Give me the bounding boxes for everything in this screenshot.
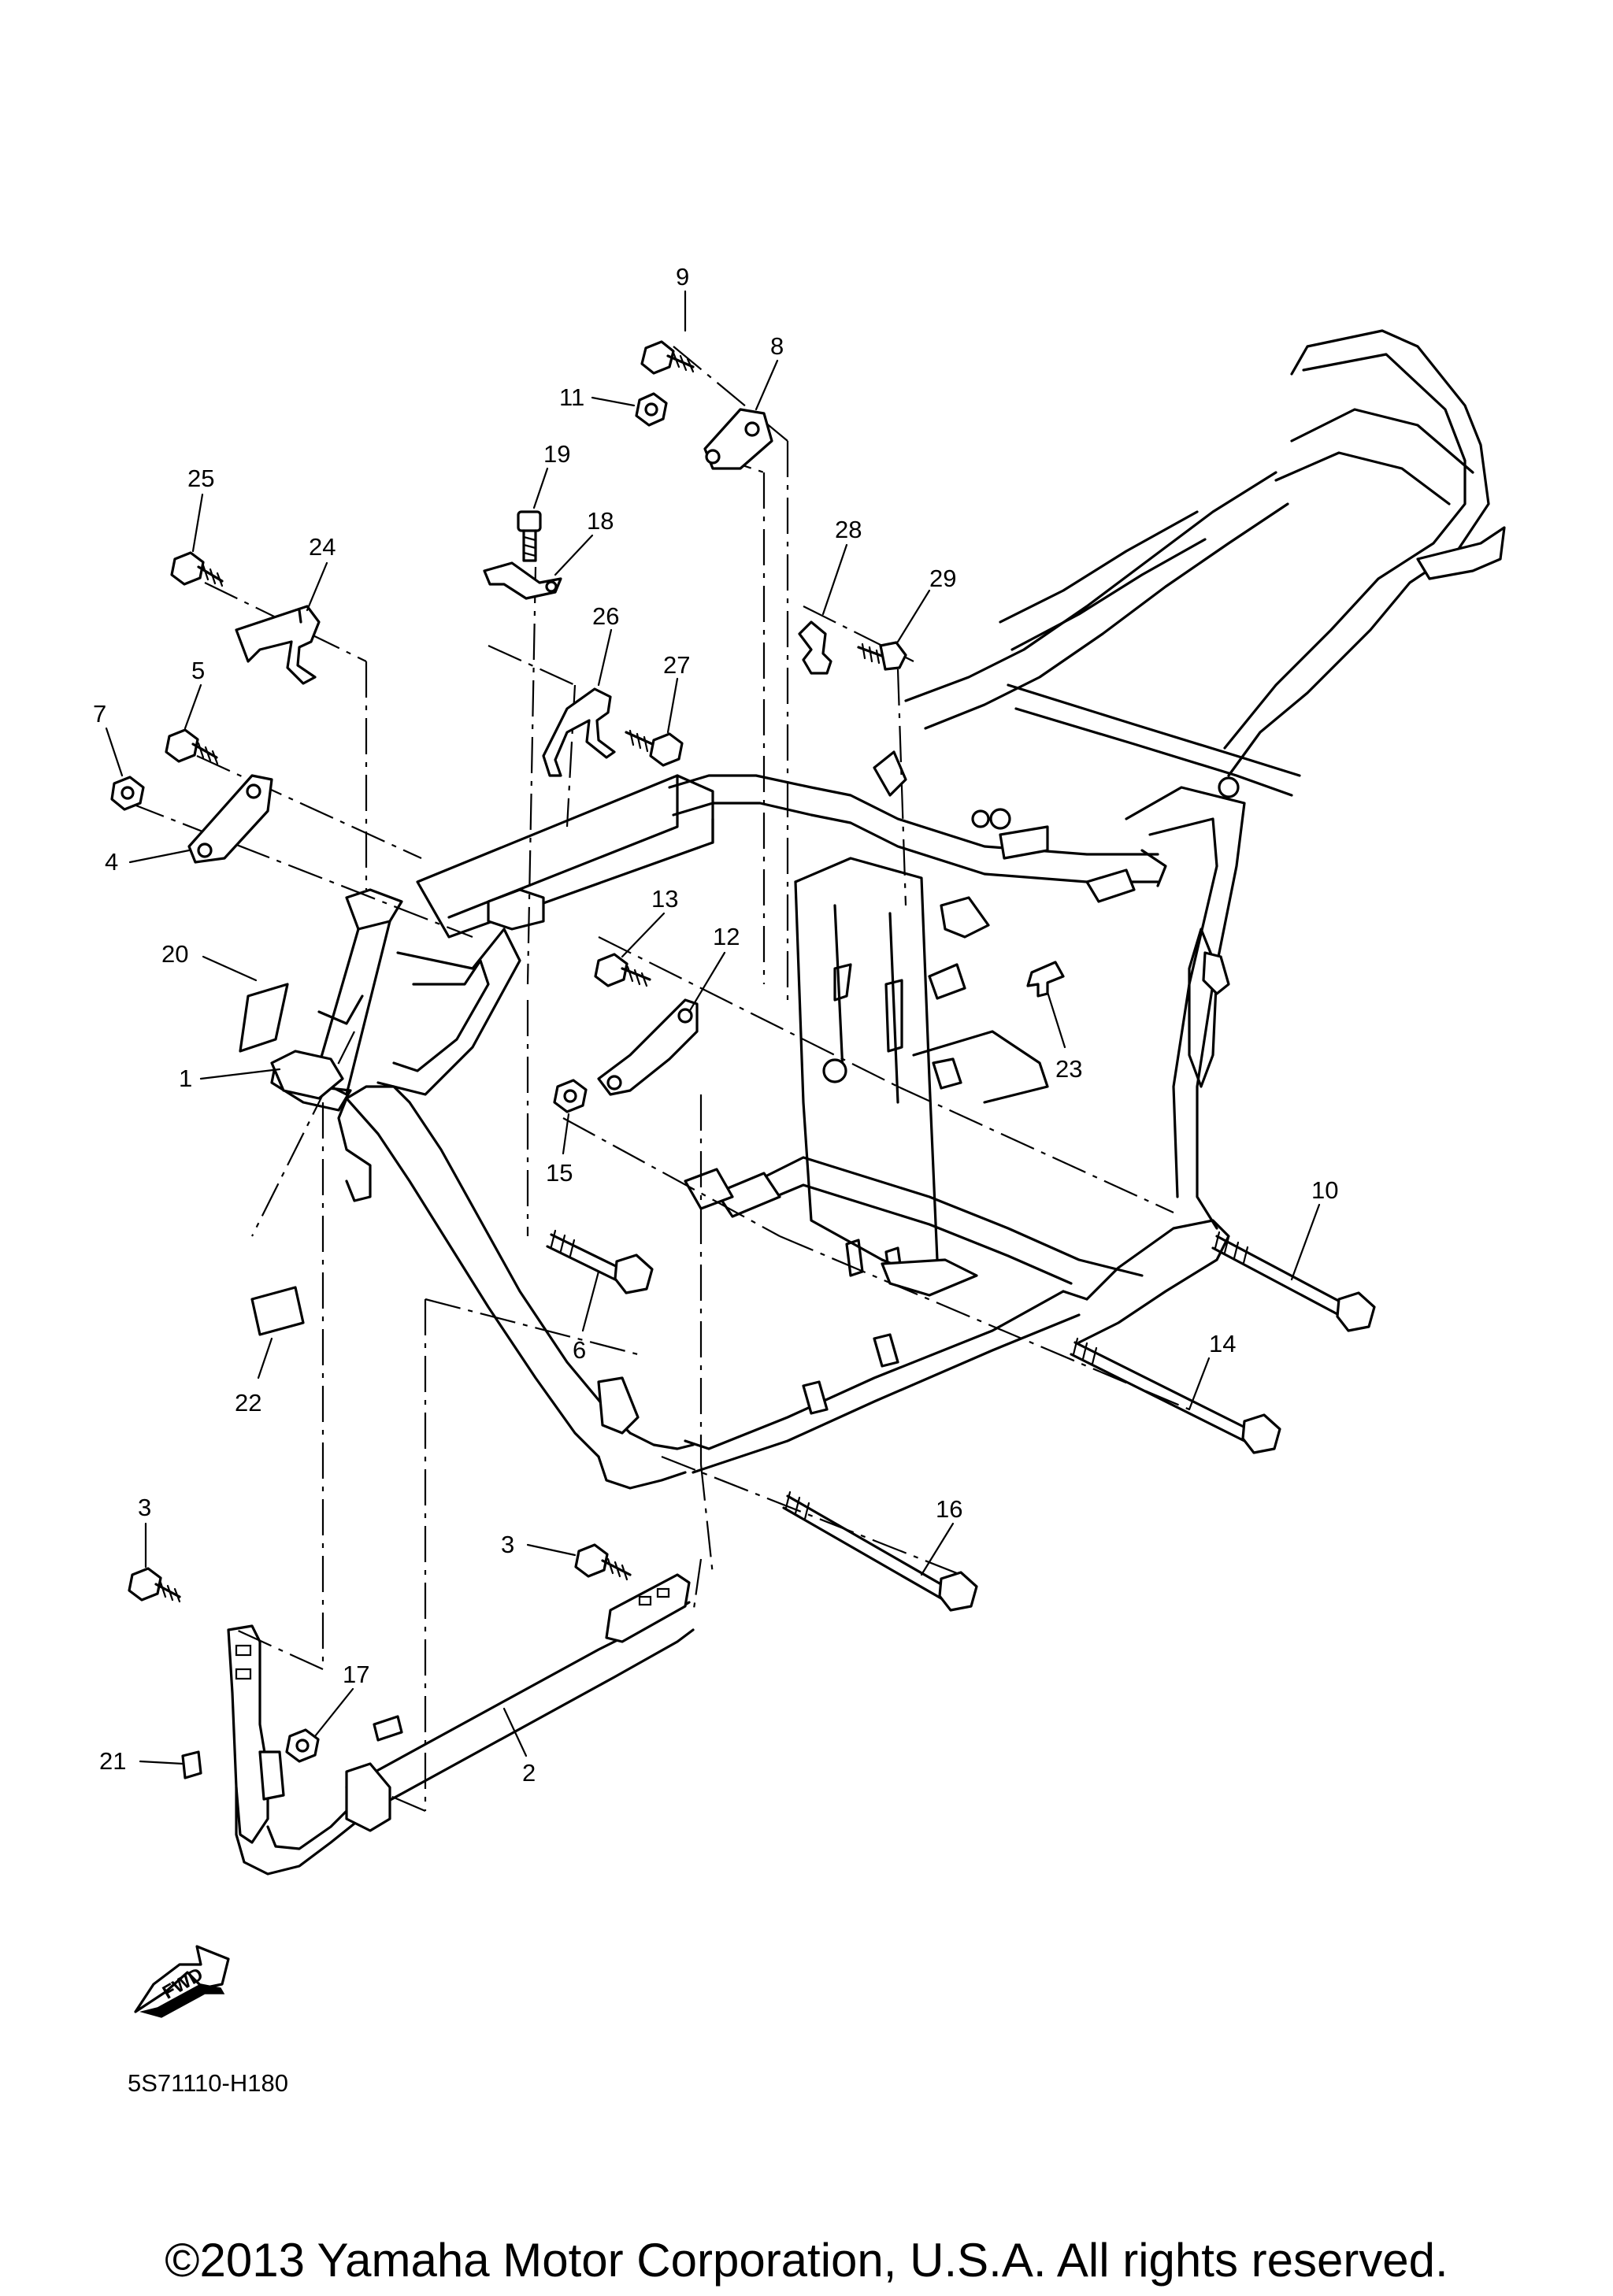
callout-3-left: 3 xyxy=(138,1494,151,1521)
callout-24: 24 xyxy=(309,533,336,561)
callout-9: 9 xyxy=(676,263,689,291)
callout-12: 12 xyxy=(713,923,740,950)
callout-29: 29 xyxy=(929,565,956,592)
part-24-clamp xyxy=(235,605,321,685)
part-26-clip xyxy=(542,687,616,777)
callout-1: 1 xyxy=(179,1065,192,1092)
assembly-guide-lines xyxy=(129,346,1190,1813)
diagram-code: 5S71110-H180 xyxy=(128,2069,288,2097)
part-7-nut xyxy=(110,776,145,811)
callout-17: 17 xyxy=(343,1661,369,1688)
part-5-bolt xyxy=(165,728,219,765)
callout-leaders xyxy=(105,290,1321,1765)
part-28-clip xyxy=(798,620,832,675)
callout-21: 21 xyxy=(99,1747,126,1775)
callout-25: 25 xyxy=(187,465,214,492)
part-9-bolt xyxy=(640,340,695,375)
callout-27: 27 xyxy=(663,651,690,679)
part-21-sticker xyxy=(181,1750,202,1779)
part-15-nut xyxy=(553,1079,588,1113)
callout-10: 10 xyxy=(1311,1176,1338,1204)
copyright-notice: ©2013 Yamaha Motor Corporation, U.S.A. A… xyxy=(165,2234,1448,2287)
part-11-nut xyxy=(635,392,668,427)
callout-2: 2 xyxy=(522,1759,536,1787)
callout-8: 8 xyxy=(770,332,784,360)
part-10-bolt xyxy=(1211,1231,1376,1332)
part-20-sticker xyxy=(239,983,289,1053)
callout-7: 7 xyxy=(93,700,106,728)
part-2-lower-frame xyxy=(227,1573,695,1876)
fwd-arrow-icon: FWD xyxy=(134,1945,230,2018)
part-22-sticker xyxy=(250,1286,305,1336)
callout-15: 15 xyxy=(546,1159,573,1187)
part-3-bolt-left xyxy=(128,1567,181,1603)
part-14-bolt xyxy=(1070,1337,1281,1454)
callout-14: 14 xyxy=(1209,1330,1236,1357)
callout-5: 5 xyxy=(191,657,205,684)
callout-13: 13 xyxy=(651,885,678,913)
part-13-bolt xyxy=(594,953,651,987)
part-29-screw xyxy=(857,641,907,671)
part-6-bolt xyxy=(546,1229,654,1294)
callout-labels: 9 8 11 19 18 25 24 28 29 26 27 5 7 4 13 … xyxy=(93,263,1338,1787)
callout-4: 4 xyxy=(105,848,118,876)
part-16-bolt xyxy=(782,1491,978,1612)
part-25-bolt xyxy=(170,551,224,587)
callout-11: 11 xyxy=(559,383,584,411)
part-3-bolt-right xyxy=(574,1543,632,1581)
callout-28: 28 xyxy=(835,516,862,543)
part-4-bracket xyxy=(187,774,273,864)
part-23-clip xyxy=(1026,961,1065,998)
callout-6: 6 xyxy=(573,1336,586,1364)
callout-20: 20 xyxy=(161,940,188,968)
callout-22: 22 xyxy=(235,1389,261,1416)
callout-16: 16 xyxy=(936,1495,962,1523)
part-12-bracket xyxy=(597,998,699,1096)
callout-18: 18 xyxy=(587,507,614,535)
callout-3-right: 3 xyxy=(501,1531,514,1558)
part-17-nut xyxy=(285,1728,320,1763)
callout-23: 23 xyxy=(1055,1055,1082,1083)
part-27-bolt xyxy=(625,729,684,767)
part-1-bushing xyxy=(270,1050,344,1100)
part-18-clip xyxy=(483,561,562,600)
callout-26: 26 xyxy=(592,602,619,630)
main-frame xyxy=(270,329,1506,1490)
callout-19: 19 xyxy=(543,440,570,468)
part-19-bolt xyxy=(517,510,542,562)
part-8-bracket xyxy=(703,408,773,470)
